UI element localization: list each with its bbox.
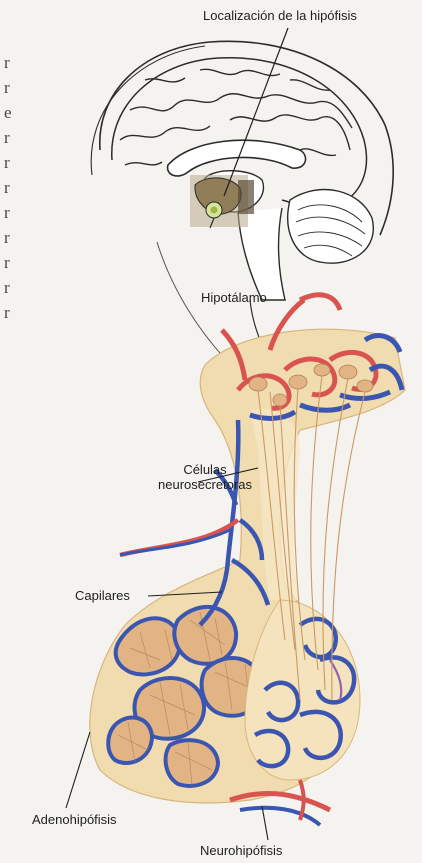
pituitary-enlarged-view [90, 295, 405, 825]
label-capillaries: Capilares [75, 588, 130, 603]
label-neurosecretory-cells: Células neurosecretoras [140, 462, 270, 492]
label-hypophysis-location: Localización de la hipófisis [203, 8, 357, 23]
hypophysis-location-leader [224, 28, 288, 196]
hypophysis-region-highlight [190, 175, 254, 228]
label-neurosecretory-cells-line1: Células [140, 462, 270, 477]
label-neurohypophysis: Neurohipófisis [200, 843, 282, 858]
label-adenohypophysis: Adenohipófisis [32, 812, 117, 827]
label-hypothalamus: Hipotálamo [201, 290, 267, 305]
label-neurosecretory-cells-line2: neurosecretoras [140, 477, 270, 492]
